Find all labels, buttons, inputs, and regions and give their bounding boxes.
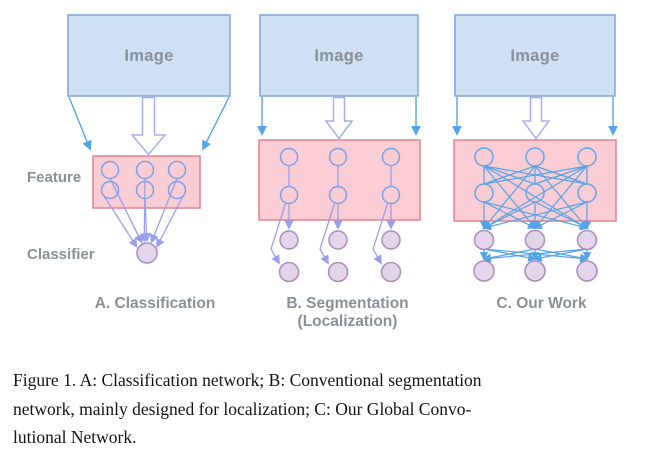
- caption-line-2: network, mainly designed for localizatio…: [13, 398, 472, 419]
- feature-nodes-b: [279, 147, 401, 205]
- panel-b-label-line1: B. Segmentation: [286, 295, 409, 312]
- classifier-row-label: Classifier: [27, 246, 95, 263]
- caption-line-3: lutional Network.: [13, 427, 137, 447]
- image-box-label-b: Image: [314, 47, 364, 65]
- global-connections-c: [479, 165, 592, 263]
- local-connections-b: [270, 165, 396, 265]
- diagonal-arrow-right-icon: [202, 96, 230, 151]
- classifier-connections-a: [103, 178, 184, 249]
- diagonal-arrow-left-icon: [68, 96, 92, 151]
- caption-line-1: Figure 1. A: Classification network; B: …: [13, 370, 482, 390]
- panel-b-label: B. Segmentation (Localization): [265, 295, 430, 331]
- image-box-b: [259, 14, 419, 97]
- classifier-node-a: [136, 242, 158, 264]
- panel-c-label: C. Our Work: [496, 295, 587, 312]
- panel-a: [67, 14, 231, 264]
- feature-box-b: [258, 139, 421, 221]
- panel-b-label-line2: (Localization): [297, 313, 398, 330]
- image-box-label-c: Image: [510, 47, 560, 65]
- image-box-label-a: Image: [124, 47, 174, 65]
- image-box-a: [67, 14, 231, 97]
- network-diagram: [67, 14, 618, 283]
- panel-a-label: A. Classification: [94, 295, 216, 312]
- image-box-c: [454, 14, 616, 97]
- hollow-down-arrow-icon: [324, 96, 354, 140]
- feature-row-label: Feature: [27, 169, 82, 186]
- figure-caption: Figure 1. A: Classification network; B: …: [13, 366, 638, 452]
- output-nodes-c: [473, 229, 598, 282]
- panel-c: [452, 14, 618, 282]
- hollow-down-arrow-icon: [130, 96, 167, 156]
- feature-nodes-c: [474, 147, 597, 203]
- feature-nodes-a: [100, 160, 187, 200]
- panel-b: [257, 14, 421, 283]
- output-nodes-b: [278, 230, 402, 283]
- hollow-down-arrow-icon: [521, 96, 551, 140]
